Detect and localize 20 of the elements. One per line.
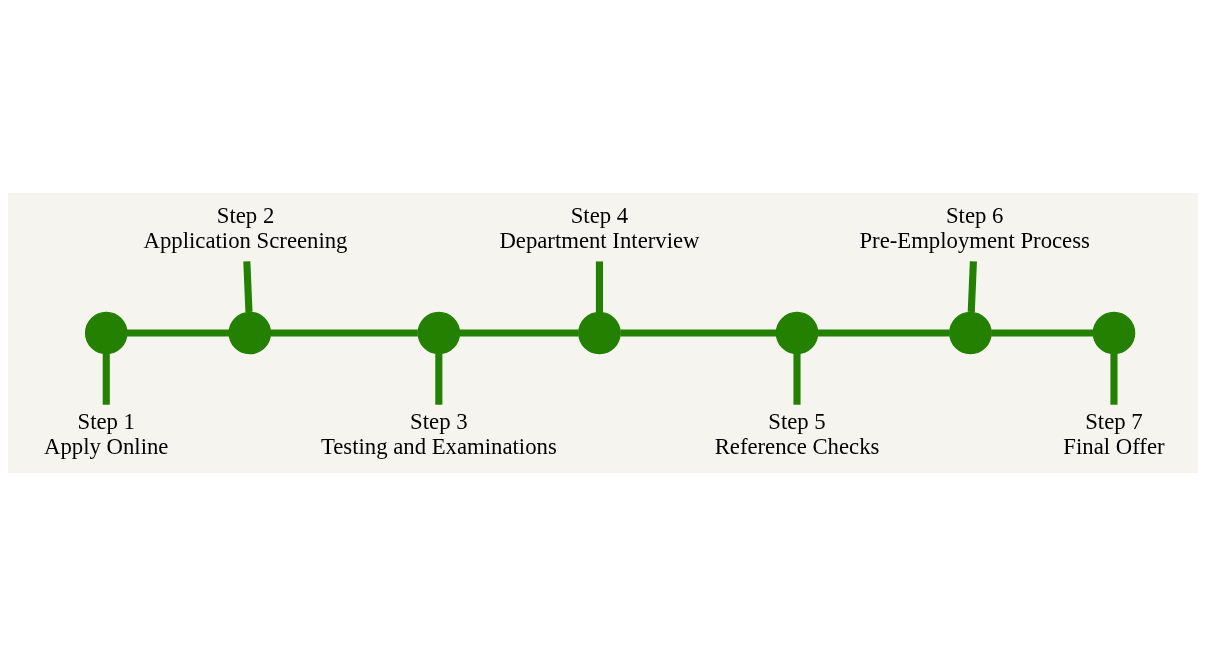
node-text: Step 2 Application Screening [143, 202, 348, 254]
connector [127, 329, 230, 337]
node-circle [417, 311, 461, 355]
node-circle [578, 311, 621, 355]
connector [620, 329, 777, 337]
connector [991, 329, 1094, 337]
node-circle [228, 311, 272, 355]
connector [270, 329, 418, 337]
node-circle [84, 311, 128, 355]
node-text: Step 1 Apply Online [44, 408, 169, 460]
node-text: Step 4 Department Interview [499, 202, 700, 254]
node-text: Step 6 Pre-Employment Process [859, 202, 1090, 254]
node-circle [775, 311, 819, 355]
node-circle [949, 311, 992, 355]
node-circle [1092, 311, 1136, 355]
node-text: Step 3 Testing and Examinations [320, 408, 557, 460]
connector [818, 329, 950, 337]
node-text: Step 7 Final Offer [1063, 408, 1165, 460]
node-text: Step 5 Reference Checks [714, 408, 880, 460]
connector [459, 329, 579, 337]
